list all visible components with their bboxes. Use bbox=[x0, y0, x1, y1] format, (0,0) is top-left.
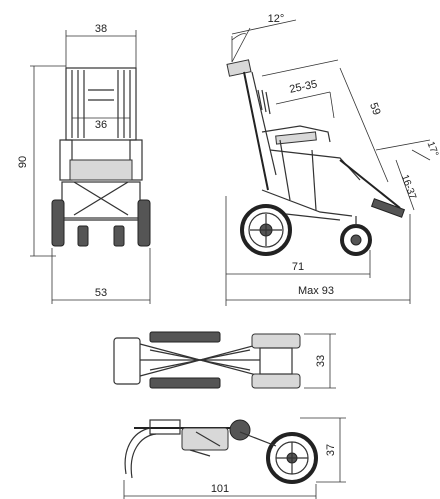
front-right-wheel bbox=[137, 199, 151, 247]
folded-seat bbox=[181, 427, 229, 451]
folded-height-label: 37 bbox=[325, 444, 337, 456]
folded-top-view: 33 bbox=[113, 331, 336, 389]
side-max-length-label: Max 93 bbox=[298, 285, 334, 297]
front-seat bbox=[69, 159, 133, 181]
side-footrest bbox=[370, 198, 406, 218]
side-wheelbase-label: 71 bbox=[292, 261, 304, 273]
front-height-label: 90 bbox=[17, 156, 29, 168]
side-view: 12° 59 25-35 16-37 17° bbox=[225, 13, 440, 306]
folded-width-label: 33 bbox=[315, 355, 327, 367]
side-back-height-label: 59 bbox=[367, 101, 382, 117]
front-backrest bbox=[65, 67, 137, 141]
front-left-wheel bbox=[51, 199, 65, 247]
side-footrest-range-label: 16-37 bbox=[399, 173, 418, 201]
front-base-width-label: 53 bbox=[95, 287, 107, 299]
front-seat-width-label: 36 bbox=[95, 119, 107, 131]
folded-side-view: 37 101 bbox=[123, 417, 346, 499]
front-top-width-label: 38 bbox=[95, 23, 107, 35]
front-view: 38 36 90 bbox=[17, 23, 151, 304]
side-footrest-angle-label: 17° bbox=[425, 140, 440, 158]
side-back-angle-label: 12° bbox=[268, 13, 285, 25]
side-seat-depth-label: 25-35 bbox=[288, 78, 318, 96]
folded-length-label: 101 bbox=[211, 483, 229, 495]
